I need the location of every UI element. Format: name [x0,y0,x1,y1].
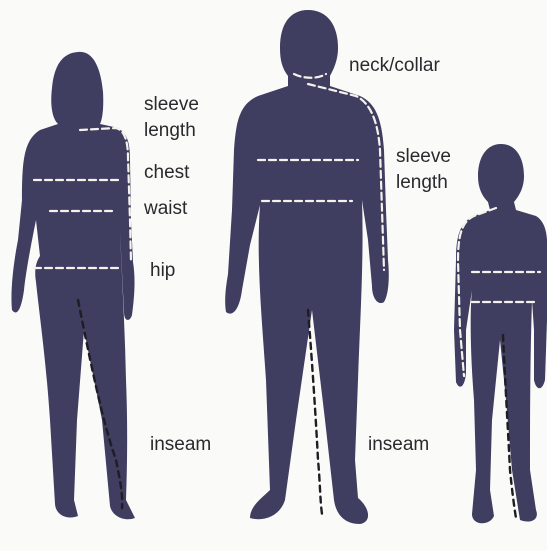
man-inseam-label: inseam [368,432,429,458]
man-sleeve-label-line1: sleeve [396,144,451,170]
man-silhouette [225,10,389,524]
woman-silhouette [11,52,135,519]
woman-hip-label: hip [150,258,175,284]
child-silhouette [454,144,547,523]
woman-inseam-label: inseam [150,432,211,458]
woman-figure [11,52,135,519]
child-figure [454,144,547,523]
woman-sleeve-label-line2: length [144,118,199,144]
man-sleeve-label: sleeve length [396,144,451,196]
man-neck-label: neck/collar [349,53,440,79]
woman-sleeve-label-line1: sleeve [144,92,199,118]
man-figure [225,10,389,524]
man-sleeve-label-line2: length [396,170,451,196]
woman-chest-label: chest [144,160,189,186]
woman-sleeve-label: sleeve length [144,92,199,144]
woman-waist-label: waist [144,196,187,222]
